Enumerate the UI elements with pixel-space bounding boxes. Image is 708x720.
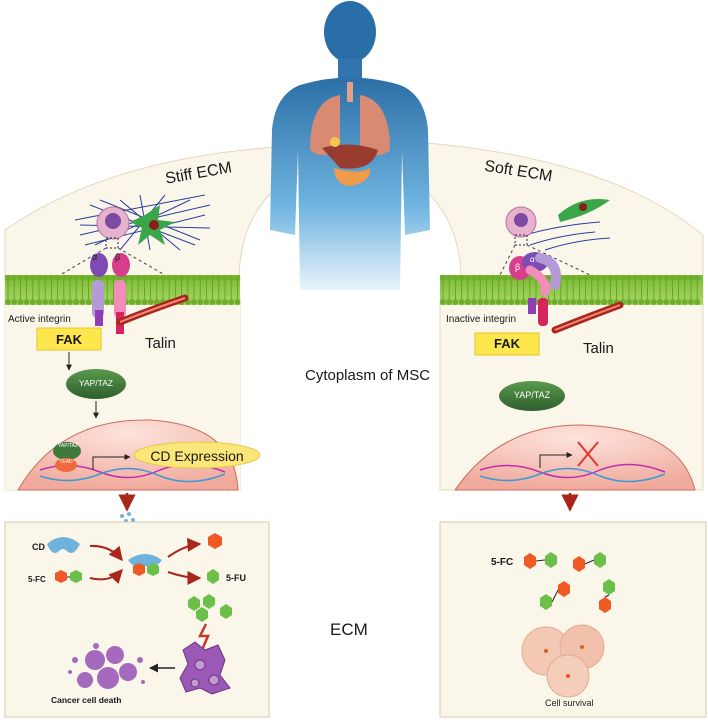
cancer-cells-icon	[179, 641, 231, 695]
arrow-complex-5fu	[167, 570, 202, 585]
inhibition-x-icon	[577, 441, 599, 467]
cd-expression-label: CD Expression	[150, 448, 244, 464]
dna-helix-right	[479, 463, 666, 483]
yap-taz-left	[66, 369, 126, 399]
nucleus-right	[454, 424, 696, 491]
cd-enzyme-icon	[47, 537, 80, 553]
cell-survival-label: Cell survival	[545, 698, 594, 708]
yap-taz-label-left: YAP/TAZ	[78, 378, 114, 388]
secreted-cd-dots	[120, 512, 135, 523]
alpha-label-right: α	[530, 255, 535, 264]
fibroblast-cell-soft	[558, 199, 610, 222]
alpha-label-left: α	[92, 252, 98, 262]
yap-taz-right	[499, 381, 565, 411]
five-fc-label-left: 5-FC	[28, 575, 46, 584]
mesenchymal-cell-soft	[505, 206, 537, 238]
surviving-cells-icon	[521, 624, 605, 698]
talin-right	[551, 301, 624, 334]
cell-membrane-right	[440, 275, 703, 305]
arrow-5fc-complex	[89, 568, 123, 585]
five-fc-molecule-icon	[55, 570, 82, 583]
beta-label-right: β	[515, 262, 521, 272]
cd-label: CD	[32, 542, 45, 552]
yap-taz-label-right: YAP/TAZ	[513, 390, 551, 400]
cd-expression-ellipse	[133, 441, 261, 469]
five-fu-cluster-icon	[188, 594, 232, 622]
arrow-complex-product1	[167, 537, 202, 558]
talin-left	[116, 294, 189, 326]
dying-cell-fragments-icon	[68, 643, 145, 689]
fak-box-left	[36, 327, 102, 351]
fak-label-right: FAK	[494, 336, 520, 351]
fak-label-left: FAK	[56, 332, 82, 347]
cd-5fc-complex-icon	[128, 554, 162, 576]
tead-label: TEAD	[59, 459, 73, 465]
cancer-cell-death-label: Cancer cell death	[51, 695, 122, 705]
lightning-icon	[197, 623, 210, 651]
arrow-cd-complex	[89, 544, 123, 562]
yap-taz-label-nucleus: YAP/TAZ	[57, 443, 79, 449]
cytoplasm-label: Cytoplasm of MSC	[305, 367, 431, 384]
yap-taz-bound	[53, 442, 81, 472]
inactive-integrin	[509, 252, 561, 326]
mesenchymal-cell-stiff	[96, 206, 130, 240]
inactive-integrin-label: Inactive integrin	[446, 314, 517, 325]
talin-label-right: Talin	[583, 340, 614, 357]
beta-label-left: β	[115, 252, 121, 262]
arrow-transcription-right	[539, 452, 573, 468]
fibroblast-cell-stiff	[130, 205, 175, 245]
five-fu-label: 5-FU	[226, 573, 246, 583]
talin-label-left: Talin	[145, 335, 176, 352]
five-fc-molecules-intact-icon	[524, 552, 615, 613]
ecm-label: ECM	[330, 620, 368, 639]
byproduct-orange-icon	[208, 533, 222, 549]
active-integrin-label: Active integrin	[8, 314, 71, 325]
arrow-transcription-left	[92, 454, 131, 470]
five-fc-label-right: 5-FC	[491, 557, 514, 568]
human-body-icon	[270, 1, 430, 290]
five-fu-icon	[207, 569, 219, 584]
fak-box-right	[474, 332, 540, 356]
